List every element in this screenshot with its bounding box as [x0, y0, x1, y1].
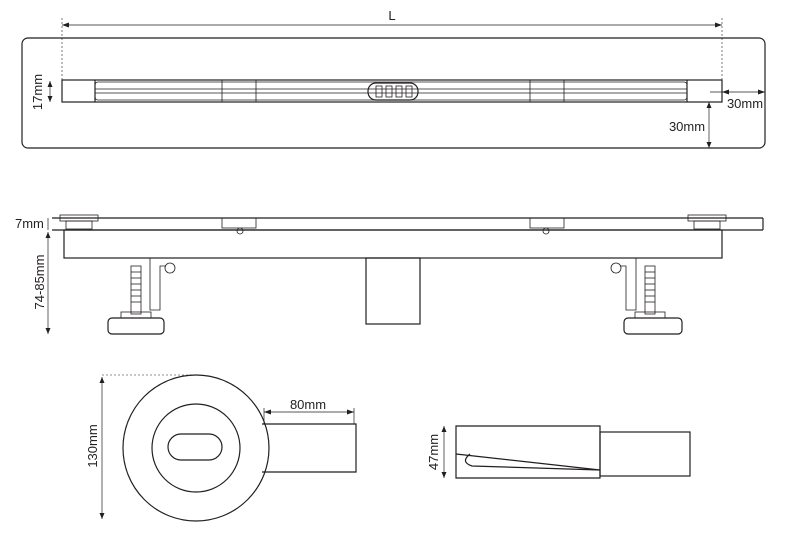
- siphon-plan-view: 80mm 130mm: [85, 374, 357, 522]
- top-frame: [21, 37, 766, 149]
- side-view: 7mm 74-85mm: [15, 214, 764, 335]
- body-diameter-label: 130mm: [85, 424, 100, 467]
- flange-height-label: 7mm: [15, 216, 44, 231]
- end-width-label: 30mm: [727, 96, 763, 111]
- right-support-leg: [610, 258, 683, 335]
- top-height-label: 17mm: [30, 74, 45, 110]
- outlet-height-label: 47mm: [426, 434, 441, 470]
- siphon-side-view: 47mm: [426, 425, 691, 479]
- channel-body: [63, 229, 723, 259]
- siphon-body: [122, 374, 270, 522]
- side-margin-label: 30mm: [669, 119, 705, 134]
- siphon-outlet: [599, 431, 691, 477]
- left-support-leg: [107, 258, 176, 335]
- outlet-pipe: [365, 257, 421, 325]
- center-grate: [367, 82, 419, 101]
- top-view: L 17mm 30mm 30mm: [21, 8, 766, 149]
- length-label: L: [388, 8, 395, 23]
- outlet-length-label: 80mm: [290, 397, 326, 412]
- height-range-label: 74-85mm: [32, 255, 47, 310]
